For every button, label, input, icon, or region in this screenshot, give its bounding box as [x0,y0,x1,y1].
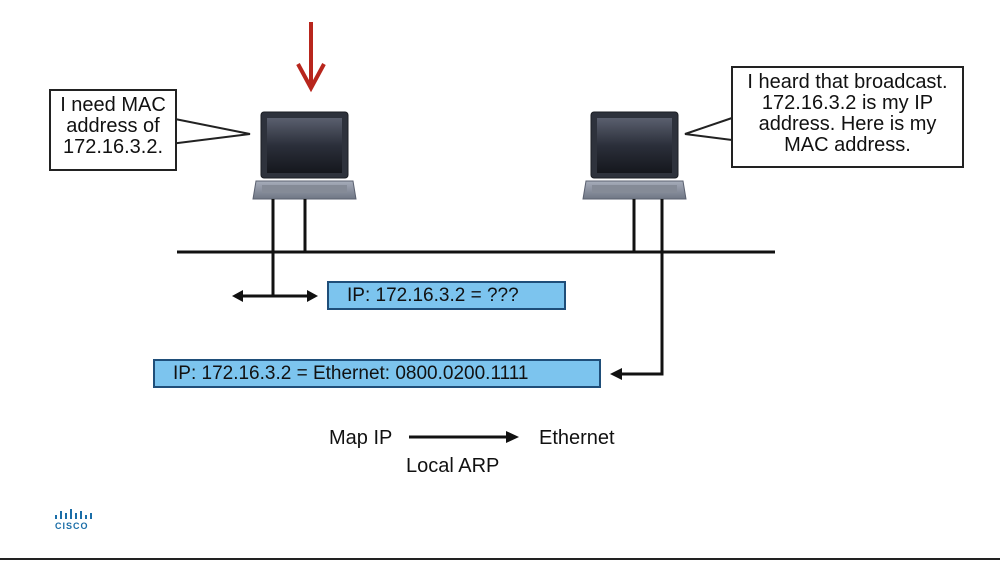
right-callout: I heard that broadcast. 172.16.3.2 is my… [731,66,964,168]
reply-arrowhead [610,368,622,380]
ethernet-label: Ethernet [539,427,615,449]
reply-path-line [620,199,664,376]
left-callout-line: I need MAC [60,94,166,116]
cisco-logo-text: CISCO [55,521,89,531]
right-callout-line: address. Here is my [758,113,937,135]
left-callout-line: 172.16.3.2. [62,136,164,158]
arp-request-packet: IP: 172.16.3.2 = ??? [327,281,566,310]
down-arrow-icon [296,22,326,93]
arp-reply-packet: IP: 172.16.3.2 = Ethernet: 0800.0200.111… [153,359,601,388]
cisco-logo-icon [55,509,92,519]
left-callout: I need MAC address of 172.16.3.2. [49,89,177,171]
map-ip-label: Map IP [329,427,393,449]
left-callout-line: address of [66,115,160,137]
mapping-arrow-icon [409,431,519,443]
broadcast-double-arrow [232,290,318,302]
laptop-icon [252,111,357,200]
right-callout-pointer [684,116,733,142]
local-arp-caption: Local ARP [406,455,500,477]
right-callout-line: I heard that broadcast. [747,71,948,93]
right-callout-line: 172.16.3.2 is my IP [761,92,934,114]
laptop-icon [582,111,687,200]
right-callout-line: MAC address. [784,134,911,156]
left-callout-pointer [169,116,251,146]
